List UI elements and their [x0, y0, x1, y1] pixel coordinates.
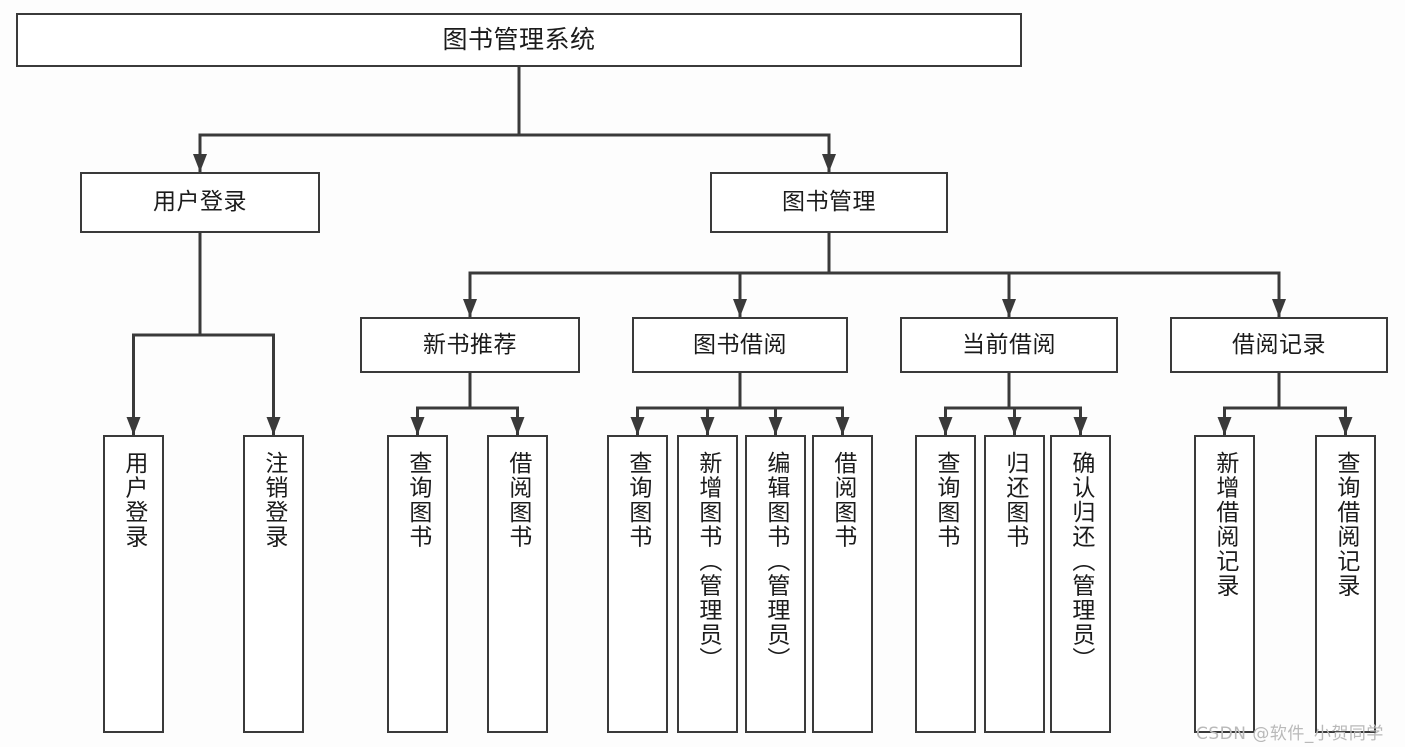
- arrowhead-user-login: [193, 154, 207, 172]
- arrowhead-leaf-edit-book-admin: [768, 417, 783, 435]
- node-leaf-add-book-admin[interactable]: 新增图书（管理员）: [677, 435, 738, 733]
- node-label-root: 图书管理系统: [442, 24, 596, 54]
- arrowhead-leaf-return-book: [1007, 417, 1022, 435]
- node-current-borrow[interactable]: 当前借阅: [900, 317, 1118, 373]
- node-root[interactable]: 图书管理系统: [16, 13, 1022, 67]
- node-label-borrow-record: 借阅记录: [1232, 331, 1326, 358]
- node-leaf-borrow-book[interactable]: 借阅图书: [812, 435, 873, 733]
- node-label-leaf-query-book-rec: 查询图书: [404, 451, 431, 549]
- node-label-leaf-borrow-book-rec: 借阅图书: [504, 451, 531, 549]
- arrowhead-leaf-logout: [266, 417, 281, 435]
- node-label-book-management: 图书管理: [782, 189, 876, 216]
- node-leaf-query-book-borrow[interactable]: 查询图书: [607, 435, 668, 733]
- arrowhead-leaf-borrow-book-rec: [510, 417, 525, 435]
- arrowhead-leaf-confirm-return-admin: [1073, 417, 1088, 435]
- node-leaf-return-book[interactable]: 归还图书: [984, 435, 1045, 733]
- arrowhead-new-book-recommend: [463, 299, 477, 317]
- node-user-login[interactable]: 用户登录: [80, 172, 320, 233]
- node-leaf-add-borrow-record[interactable]: 新增借阅记录: [1194, 435, 1255, 733]
- node-label-user-login: 用户登录: [153, 189, 247, 216]
- node-leaf-borrow-book-rec[interactable]: 借阅图书: [487, 435, 548, 733]
- node-leaf-confirm-return-admin[interactable]: 确认归还（管理员）: [1050, 435, 1111, 733]
- node-book-borrow[interactable]: 图书借阅: [632, 317, 848, 373]
- arrowhead-leaf-borrow-book: [835, 417, 850, 435]
- node-label-book-borrow: 图书借阅: [693, 331, 787, 358]
- arrowhead-leaf-add-borrow-record: [1217, 417, 1232, 435]
- arrowhead-book-management: [822, 154, 836, 172]
- node-new-book-recommend[interactable]: 新书推荐: [360, 317, 580, 373]
- node-label-leaf-edit-book-admin: 编辑图书（管理员）: [762, 451, 789, 672]
- arrowhead-leaf-user-login: [126, 417, 141, 435]
- arrowhead-current-borrow: [1002, 299, 1016, 317]
- node-leaf-user-login[interactable]: 用户登录: [103, 435, 164, 733]
- node-leaf-query-book-rec[interactable]: 查询图书: [387, 435, 448, 733]
- node-label-leaf-add-borrow-record: 新增借阅记录: [1211, 451, 1238, 598]
- node-label-leaf-return-book: 归还图书: [1001, 451, 1028, 549]
- node-label-current-borrow: 当前借阅: [962, 331, 1056, 358]
- node-label-leaf-add-book-admin: 新增图书（管理员）: [694, 451, 721, 672]
- arrowhead-leaf-query-book-current: [938, 417, 953, 435]
- node-label-leaf-logout: 注销登录: [260, 451, 287, 549]
- node-book-management[interactable]: 图书管理: [710, 172, 948, 233]
- arrowhead-leaf-query-borrow-record: [1338, 417, 1353, 435]
- node-label-leaf-confirm-return-admin: 确认归还（管理员）: [1067, 451, 1094, 672]
- arrowhead-borrow-record: [1272, 299, 1286, 317]
- arrowhead-leaf-add-book-admin: [700, 417, 715, 435]
- node-label-leaf-query-book-borrow: 查询图书: [624, 451, 651, 549]
- node-label-leaf-query-borrow-record: 查询借阅记录: [1332, 451, 1359, 598]
- node-leaf-logout[interactable]: 注销登录: [243, 435, 304, 733]
- arrowhead-book-borrow: [733, 299, 747, 317]
- node-leaf-query-book-current[interactable]: 查询图书: [915, 435, 976, 733]
- node-borrow-record[interactable]: 借阅记录: [1170, 317, 1388, 373]
- node-leaf-edit-book-admin[interactable]: 编辑图书（管理员）: [745, 435, 806, 733]
- node-label-new-book-recommend: 新书推荐: [423, 331, 517, 358]
- node-leaf-query-borrow-record[interactable]: 查询借阅记录: [1315, 435, 1376, 733]
- arrowhead-leaf-query-book-borrow: [630, 417, 645, 435]
- node-label-leaf-query-book-current: 查询图书: [932, 451, 959, 549]
- node-label-leaf-borrow-book: 借阅图书: [829, 451, 856, 549]
- arrowhead-leaf-query-book-rec: [410, 417, 425, 435]
- node-label-leaf-user-login: 用户登录: [120, 451, 147, 549]
